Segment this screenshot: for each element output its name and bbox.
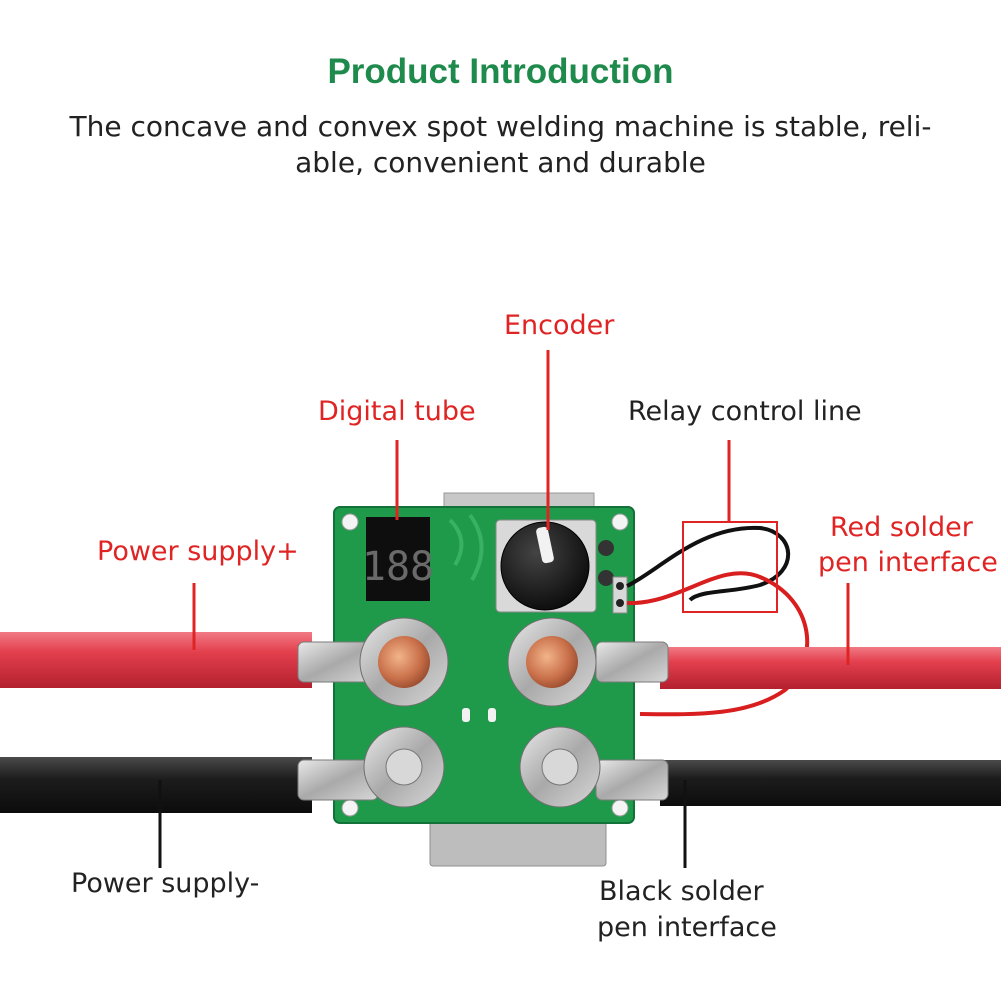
label-red-solder-line-1: Red solder [830, 512, 973, 543]
power-supply-plus-cable [0, 632, 312, 688]
label-encoder: Encoder [504, 310, 615, 341]
subtitle-line-1: The concave and convex spot welding mach… [69, 110, 932, 143]
relay-wire-black [626, 525, 791, 602]
pcb-mount-hole [341, 513, 359, 531]
label-digital-tube: Digital tube [318, 396, 476, 427]
red-solder-pen-cable [660, 647, 1001, 689]
cable-lug [595, 759, 669, 801]
digital-tube [366, 517, 430, 601]
encoder-pin [598, 570, 614, 586]
label-black-solder-line-1: Black solder [599, 876, 764, 907]
black-solder-pen-cable [660, 760, 1001, 806]
digital-tube-readout: 188 [362, 544, 434, 590]
label-power-supply-plus: Power supply+ [97, 536, 299, 567]
label-relay-control-line: Relay control line [628, 396, 862, 427]
metal-plate-bottom [429, 817, 607, 867]
encoder-pin [598, 540, 614, 556]
relay-wire-highlight [682, 521, 778, 613]
subtitle-line-2: able, convenient and durable [295, 146, 706, 179]
encoder-knob[interactable] [500, 521, 590, 611]
pcb-mount-hole [341, 799, 359, 817]
page-title: Product Introduction [327, 52, 674, 91]
label-red-solder-line-2: pen interface [818, 547, 998, 578]
label-power-supply-minus: Power supply- [71, 868, 260, 899]
pcb-mount-hole [611, 513, 629, 531]
terminal-bolt [385, 748, 423, 786]
cable-lug [595, 641, 669, 683]
relay-wire-red [626, 571, 810, 717]
terminal-bolt [541, 748, 579, 786]
power-supply-minus-cable [0, 757, 312, 813]
smd-component [488, 708, 496, 722]
copper-electrode [526, 636, 578, 688]
encoder-indicator [536, 526, 554, 564]
smd-component [462, 708, 470, 722]
pcb-trace [448, 513, 484, 581]
label-black-solder-line-2: pen interface [597, 912, 777, 943]
copper-electrode [378, 636, 430, 688]
pcb-mount-hole [611, 799, 629, 817]
